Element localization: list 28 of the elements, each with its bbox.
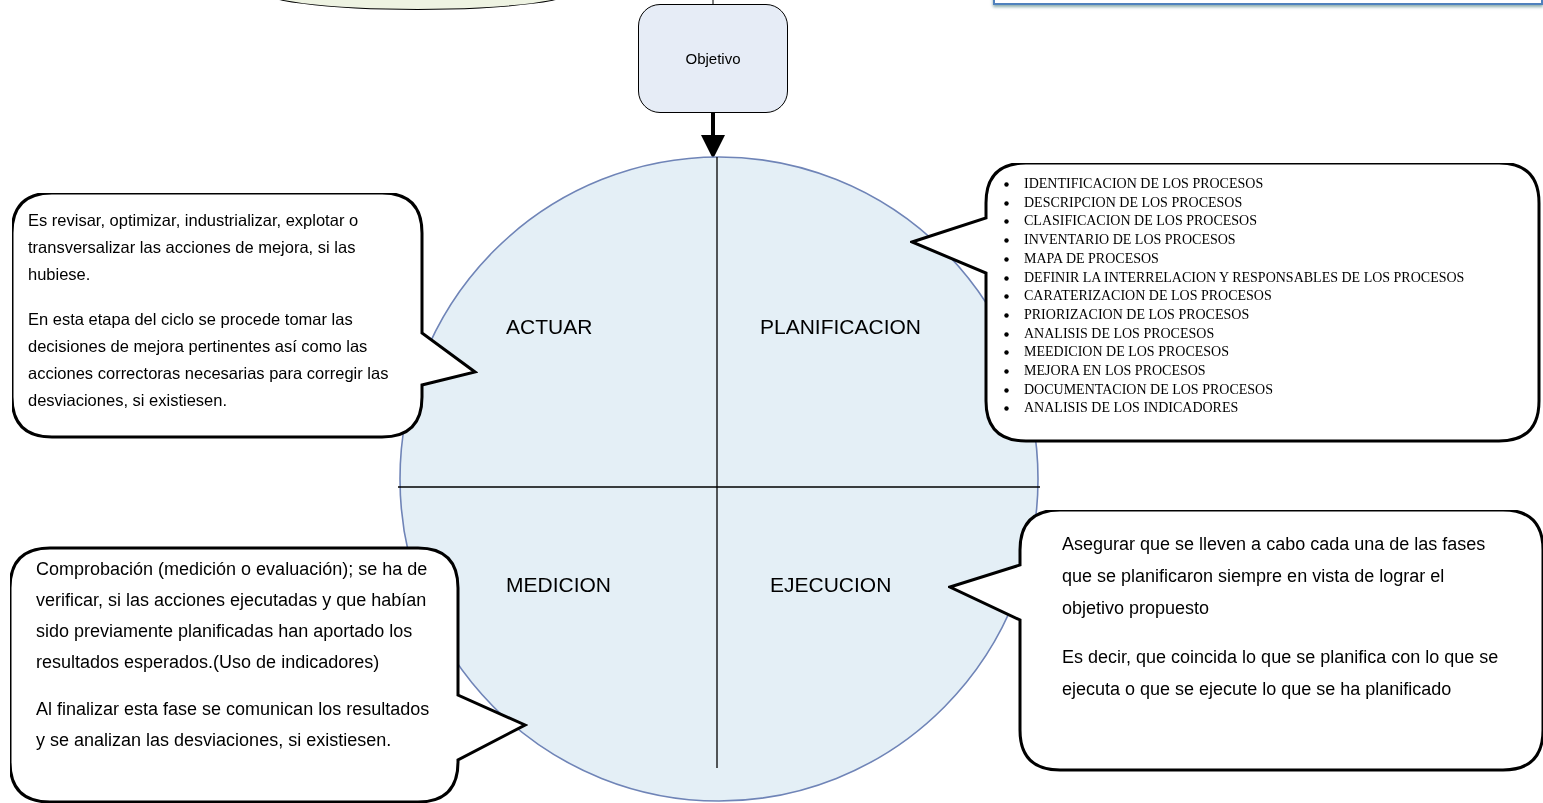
paragraph: Es revisar, optimizar, industrializar, explotar o transversalizar las acciones de mejora, si las hubiese. [28,210,360,285]
list-item: CLASIFICACION DE LOS PROCESOS [1002,212,1542,232]
paragraph: Es decir, que coincida lo que se planifica con lo que se ejecuta o que se ejecute lo que se ha planificado [1062,646,1500,701]
phase-label: MEDICION [506,573,611,597]
paragraph: En esta etapa del ciclo se procede tomar las decisiones de mejora pertinentes así como las acciones correctoras necesarias para corregir las desviaciones, si existiesen. [28,309,390,411]
list-item: DOCUMENTACION DE LOS PROCESOS [1002,380,1542,400]
arrow [701,113,725,159]
connector-line [712,0,714,5]
list-item: INVENTARIO DE LOS PROCESOS [1002,231,1542,250]
list-item: ANALISIS DE LOS PROCESOS [1002,324,1542,344]
phase-label: ACTUAR [506,315,593,339]
paragraph: Comprobación (medición o evaluación); se ha de verificar, si las acciones ejecutadas y que habían sido previamente planificadas han aportado los resultados esperados.(Uso de indicadores) [36,558,429,674]
list-item: PRIORIZACION DE LOS PROCESOS [1002,305,1542,325]
list-item: DEFINIR LA INTERRELACION Y RESPONSABLES DE LOS PROCESOS [1002,268,1542,288]
phase-label: EJECUCION [770,573,892,597]
phase-label: PLANIFICACION [760,315,922,339]
list-item: DESCRIPCION DE LOS PROCESOS [1002,193,1542,213]
list-item: ANALISIS DE LOS INDICADORES [1002,399,1542,419]
objective-box: Objetivo [638,4,788,113]
list-item: IDENTIFICACION DE LOS PROCESOS [1002,175,1542,194]
speech-bubble [12,193,478,440]
list-item: CARATERIZACION DE LOS PROCESOS [1002,287,1542,306]
paragraph: Asegurar que se lleven a cabo cada una de las fases que se planificaron siempre en vista de lograr el objetivo propuesto [1062,533,1487,620]
speech-bubble [948,510,1543,772]
list-item: MEEDICION DE LOS PROCESOS [1002,343,1542,363]
list-item: MAPA DE PROCESOS [1002,249,1542,269]
list-item: MEJORA EN LOS PROCESOS [1002,362,1542,381]
paragraph: Al finalizar esta fase se comunican los resultados y se analizan las desviaciones, si existiesen. [36,698,431,752]
